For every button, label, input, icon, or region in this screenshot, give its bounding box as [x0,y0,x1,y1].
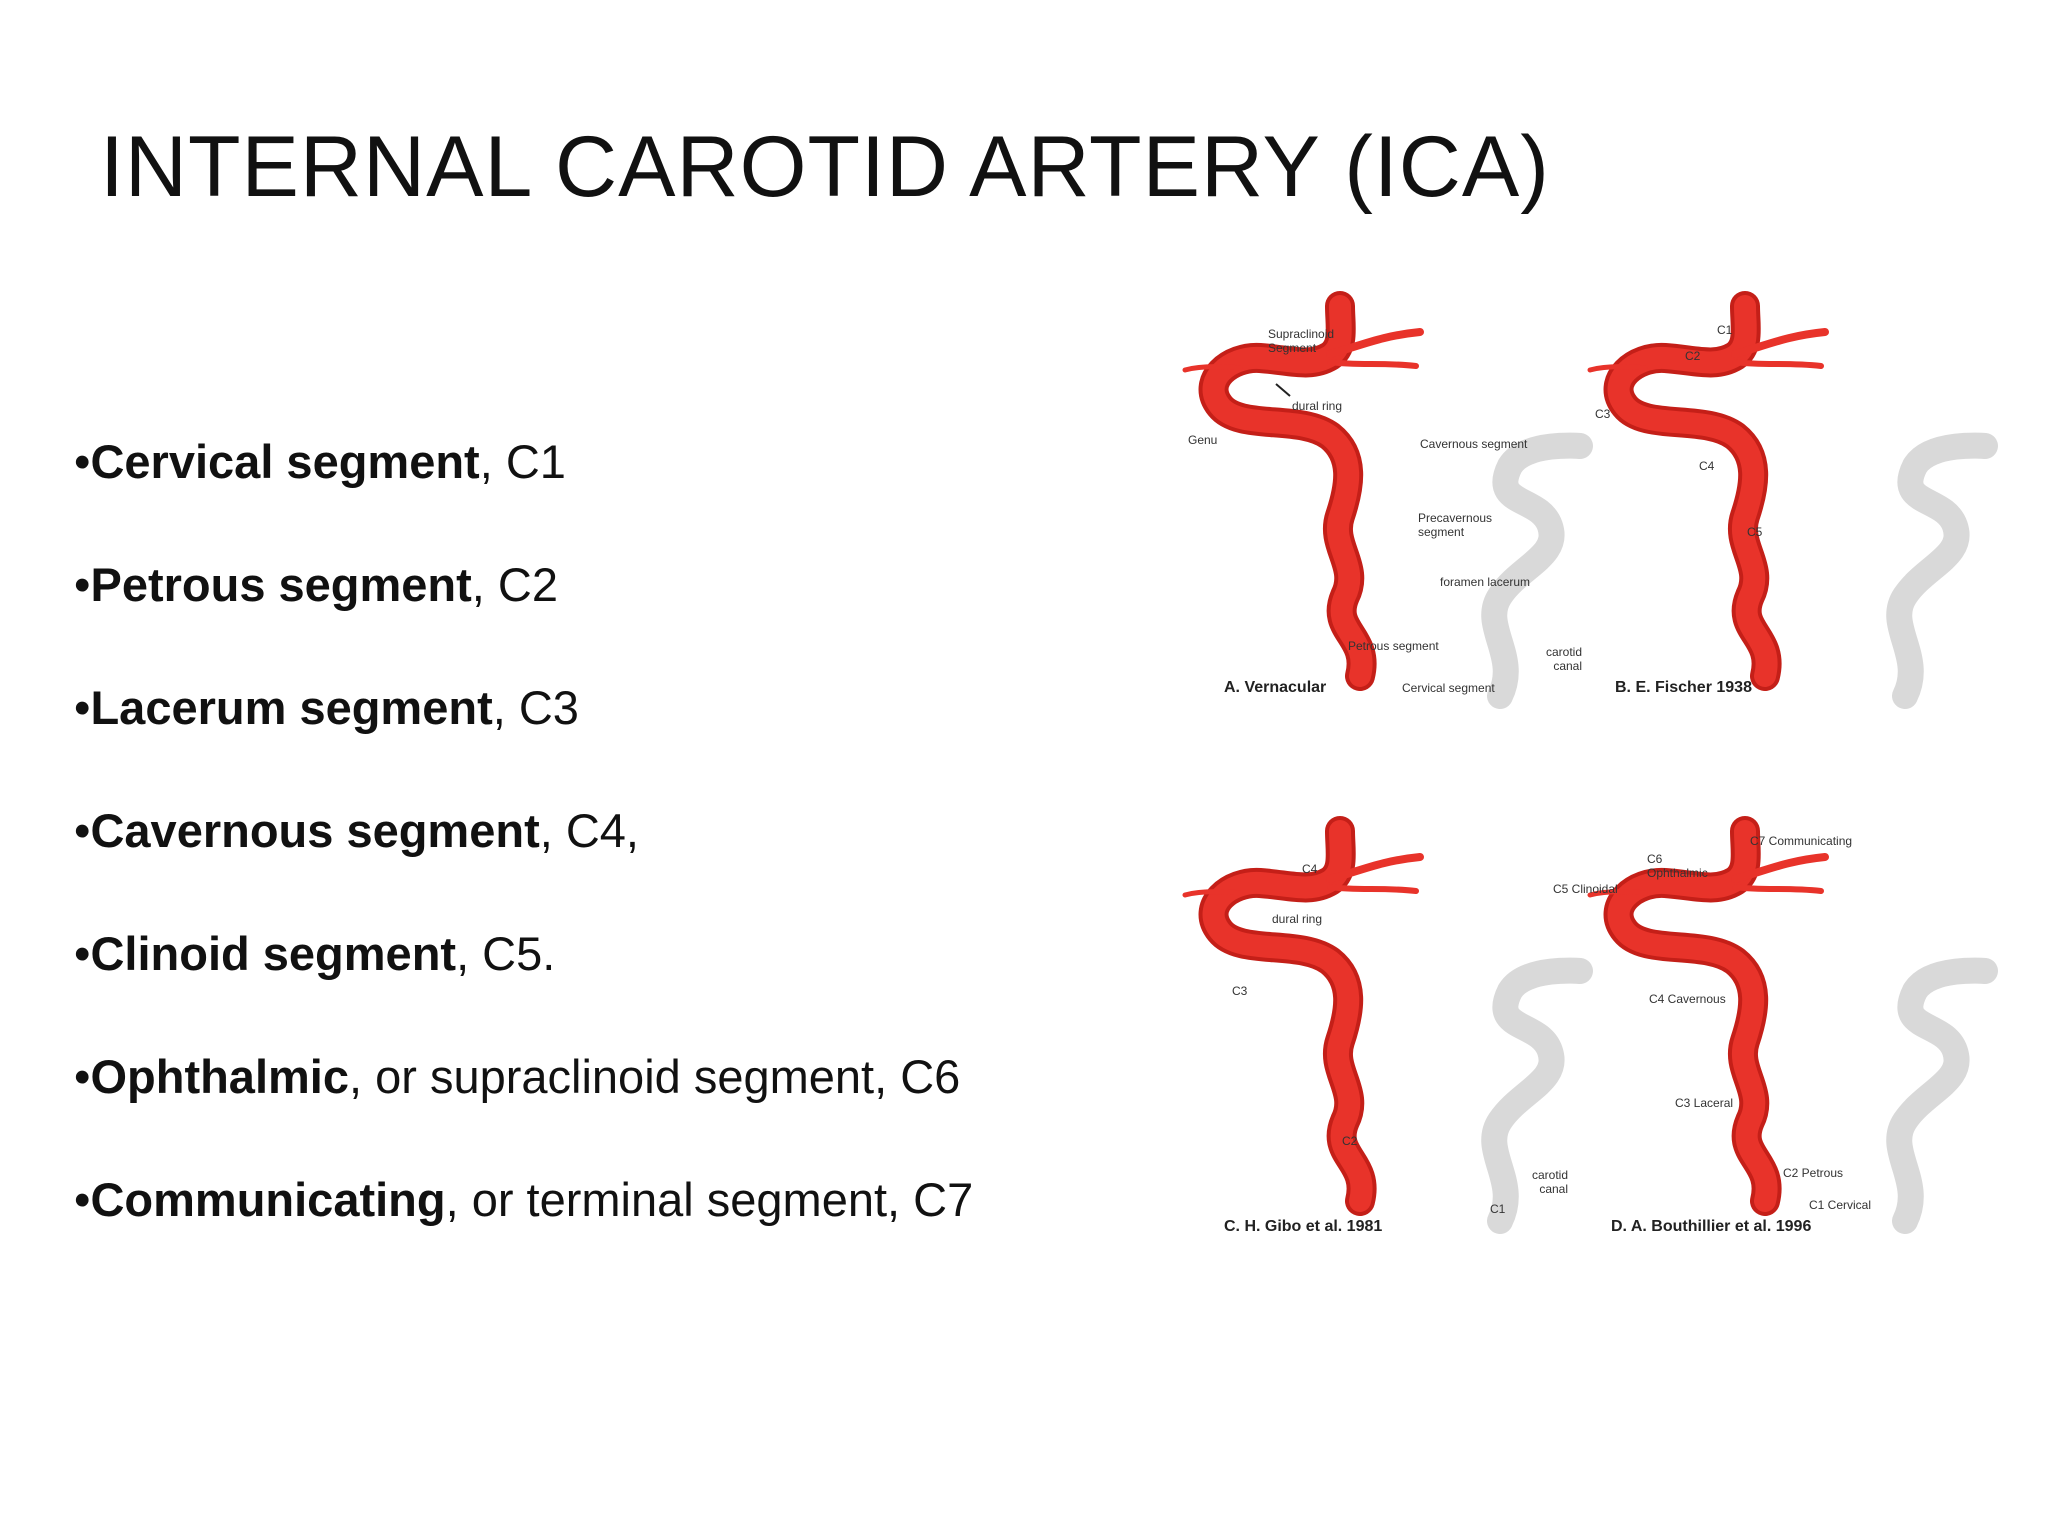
label-c4: C4 [1699,459,1715,473]
ica-segment-figure: Supraclinoid Segment dural ring Genu Cav… [1180,291,1998,1256]
label-cavernous: Cavernous segment [1420,437,1528,451]
bullet-text: , C2 [471,558,558,611]
segment-list: •Cervical segment, C1 •Petrous segment, … [74,400,973,1261]
artery-body [1202,820,1373,1212]
panel-fischer: C1 C2 C3 C4 C5 B. E. Fischer 1938 [1585,291,1998,766]
label-c2: C2 [1685,349,1701,363]
label-c2: C2 [1342,1134,1358,1148]
label-foramen-lacerum: foramen lacerum [1440,575,1530,589]
label-c3: C3 Laceral [1675,1096,1733,1110]
label-c6-ophthalmic: Ophthalmic [1647,866,1708,880]
caption-gibo: C. H. Gibo et al. 1981 [1224,1218,1382,1235]
bullet-bold: Ophthalmic [90,1050,349,1103]
artery-body [1607,820,1778,1212]
label-canal: canal [1539,1182,1568,1196]
bullet-bold: Cavernous segment [90,804,540,857]
artery-shadow [1481,957,1593,1234]
bullet-text: , or supraclinoid segment, C6 [349,1050,961,1103]
caption-fischer: B. E. Fischer 1938 [1615,679,1752,696]
label-dural-ring: dural ring [1272,912,1322,926]
artery-shadow [1481,432,1593,709]
label-c4: C4 [1302,862,1318,876]
bullet-bold: Clinoid segment [90,927,457,980]
artery-branch [1587,889,1648,898]
artery-branch [1327,884,1419,894]
bullet-bold: Communicating [90,1173,446,1226]
list-item: •Communicating, or terminal segment, C7 [74,1173,974,1226]
label-carotid: carotid [1546,645,1582,659]
bullet-bold: Cervical segment [90,435,480,488]
artery-branch [1732,884,1824,894]
list-item: •Ophthalmic, or supraclinoid segment, C6 [74,1050,961,1103]
panel-bouthillier: C7 Communicating C6 Ophthalmic C5 Clinoi… [1553,816,1998,1291]
bullet-bold: Lacerum segment [90,681,493,734]
artery-branch [1731,853,1829,883]
artery-diagram-d: C7 Communicating C6 Ophthalmic C5 Clinoi… [1553,816,1998,1235]
list-item: •Cavernous segment, C4, [74,804,639,857]
label-c3: C3 [1595,407,1611,421]
artery-branch [1732,359,1824,369]
label-c1: C1 Cervical [1809,1198,1871,1212]
label-cervical: Cervical segment [1402,681,1495,695]
artery-branch [1587,364,1648,373]
label-c5: C5 Clinoidal [1553,882,1618,896]
label-precavernous-2: segment [1418,525,1465,539]
caption-bouthillier: D. A. Bouthillier et al. 1996 [1611,1218,1811,1235]
artery-branch [1327,359,1419,369]
label-c7: C7 Communicating [1750,834,1852,848]
label-c5: C5 [1747,525,1763,539]
artery-diagram-a: Supraclinoid Segment dural ring Genu Cav… [1182,291,1593,709]
artery-body [1607,295,1778,687]
panel-gibo: C4 dural ring C3 C2 carotid canal C1 C. … [1180,816,1593,1291]
bullet-text: , C3 [492,681,579,734]
list-item: •Cervical segment, C1 [74,435,566,488]
list-item: •Lacerum segment, C3 [74,681,579,734]
artery-branch [1182,364,1243,373]
label-canal: canal [1553,659,1582,673]
label-c3: C3 [1232,984,1248,998]
artery-shadow [1886,957,1998,1234]
label-c2: C2 Petrous [1783,1166,1843,1180]
artery-branch [1731,328,1829,358]
label-dural-ring: dural ring [1292,399,1342,413]
label-petrous: Petrous segment [1348,639,1439,653]
artery-branch [1326,328,1424,358]
label-c1: C1 [1717,323,1733,337]
label-c6: C6 [1647,852,1663,866]
label-precavernous: Precavernous [1418,511,1492,525]
label-genu: Genu [1188,433,1217,447]
list-item: •Petrous segment, C2 [74,558,558,611]
slide-title: INTERNAL CAROTID ARTERY (ICA) [100,119,1550,215]
label-carotid: carotid [1532,1168,1568,1182]
bullet-text: , C1 [479,435,566,488]
panel-vernacular: Supraclinoid Segment dural ring Genu Cav… [1180,291,1593,766]
label-c1: C1 [1490,1202,1506,1216]
artery-branch [1326,853,1424,883]
artery-diagram-b: C1 C2 C3 C4 C5 B. E. Fischer 1938 [1587,291,1998,709]
list-item: •Clinoid segment, C5. [74,927,556,980]
bullet-text: , C4, [539,804,639,857]
label-supraclinoid: Supraclinoid [1268,327,1334,341]
bullet-text: , C5. [456,927,556,980]
bullet-bold: Petrous segment [90,558,472,611]
bullet-text: , or terminal segment, C7 [445,1173,974,1226]
label-c4: C4 Cavernous [1649,992,1726,1006]
label-supraclinoid-2: Segment [1268,341,1317,355]
artery-shadow [1886,432,1998,709]
arrow-dural-ring [1275,383,1291,397]
artery-diagram-c: C4 dural ring C3 C2 carotid canal C1 C. … [1182,816,1593,1235]
artery-body [1202,295,1373,687]
caption-vernacular: A. Vernacular [1224,679,1326,696]
artery-branch [1182,889,1243,898]
